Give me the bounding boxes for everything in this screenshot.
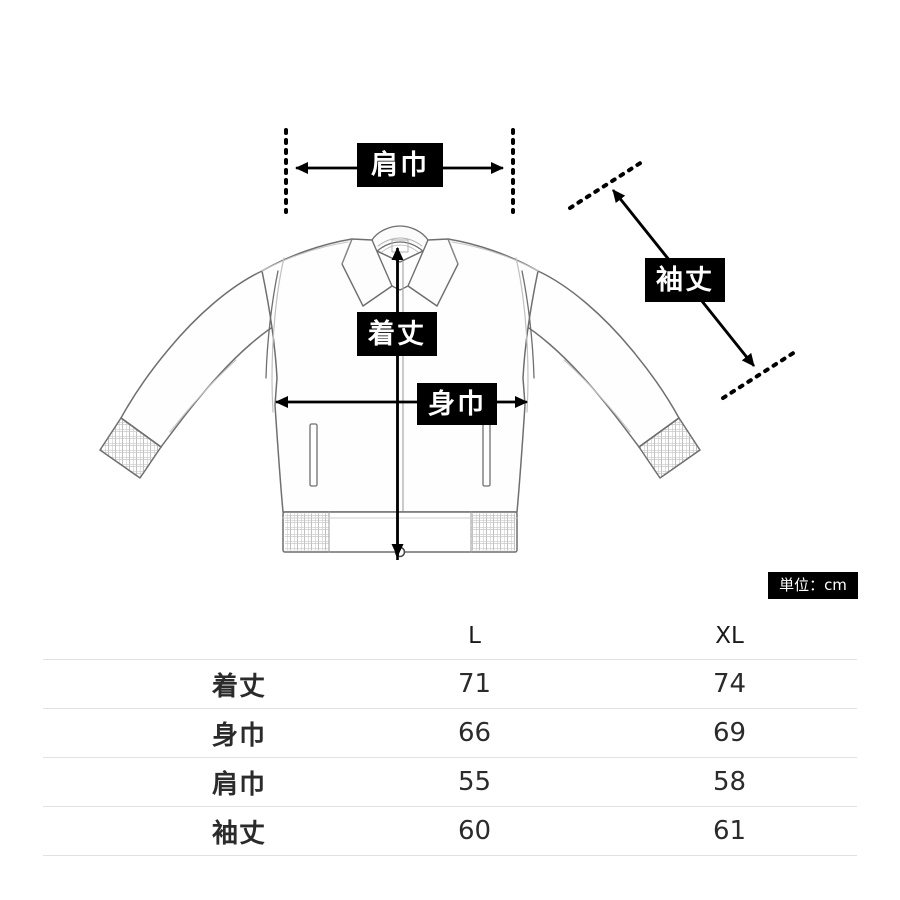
row-label-body-length: 着丈 xyxy=(211,671,266,702)
jacket-illustration xyxy=(99,225,701,558)
header-cell-spacer xyxy=(268,612,347,660)
table-header-row: L XL xyxy=(43,612,857,660)
row-spacer xyxy=(268,660,347,709)
size-table: L XL 着丈 71 74 身巾 66 69 肩巾 55 58 xyxy=(43,612,857,856)
cell-shoulder-width-l: 55 xyxy=(457,767,492,797)
table-row: 着丈 71 74 xyxy=(43,659,857,709)
row-spacer xyxy=(268,709,347,758)
row-label-sleeve-length: 袖丈 xyxy=(211,818,266,849)
shoulder-width-label: 肩巾 xyxy=(357,143,443,187)
table-row: 袖丈 60 61 xyxy=(43,806,857,856)
cell-sleeve-length-xl: 61 xyxy=(712,816,747,846)
unit-note-badge: 単位：cm xyxy=(768,572,858,599)
header-cell-xl: XL xyxy=(715,622,744,649)
cell-sleeve-length-l: 60 xyxy=(457,816,492,846)
garment-measurement-diagram: 肩巾 着丈 身巾 袖丈 単位：cm xyxy=(99,128,858,599)
row-spacer xyxy=(268,807,347,856)
body-width-label: 身巾 xyxy=(417,383,497,425)
row-label-body-width: 身巾 xyxy=(211,720,266,751)
cell-body-width-l: 66 xyxy=(457,718,492,748)
cell-body-length-xl: 74 xyxy=(712,669,747,699)
cell-body-length-l: 71 xyxy=(457,669,492,699)
cell-body-width-xl: 69 xyxy=(712,718,747,748)
header-cell-l: L xyxy=(468,622,481,649)
sleeve-length-label: 袖丈 xyxy=(645,258,725,302)
row-spacer xyxy=(268,758,347,807)
row-label-shoulder-width: 肩巾 xyxy=(211,769,266,800)
cell-shoulder-width-xl: 58 xyxy=(712,767,747,797)
header-cell-blank xyxy=(43,612,268,660)
table-row: 身巾 66 69 xyxy=(43,708,857,758)
body-length-label: 着丈 xyxy=(357,312,437,356)
table-row: 肩巾 55 58 xyxy=(43,757,857,807)
